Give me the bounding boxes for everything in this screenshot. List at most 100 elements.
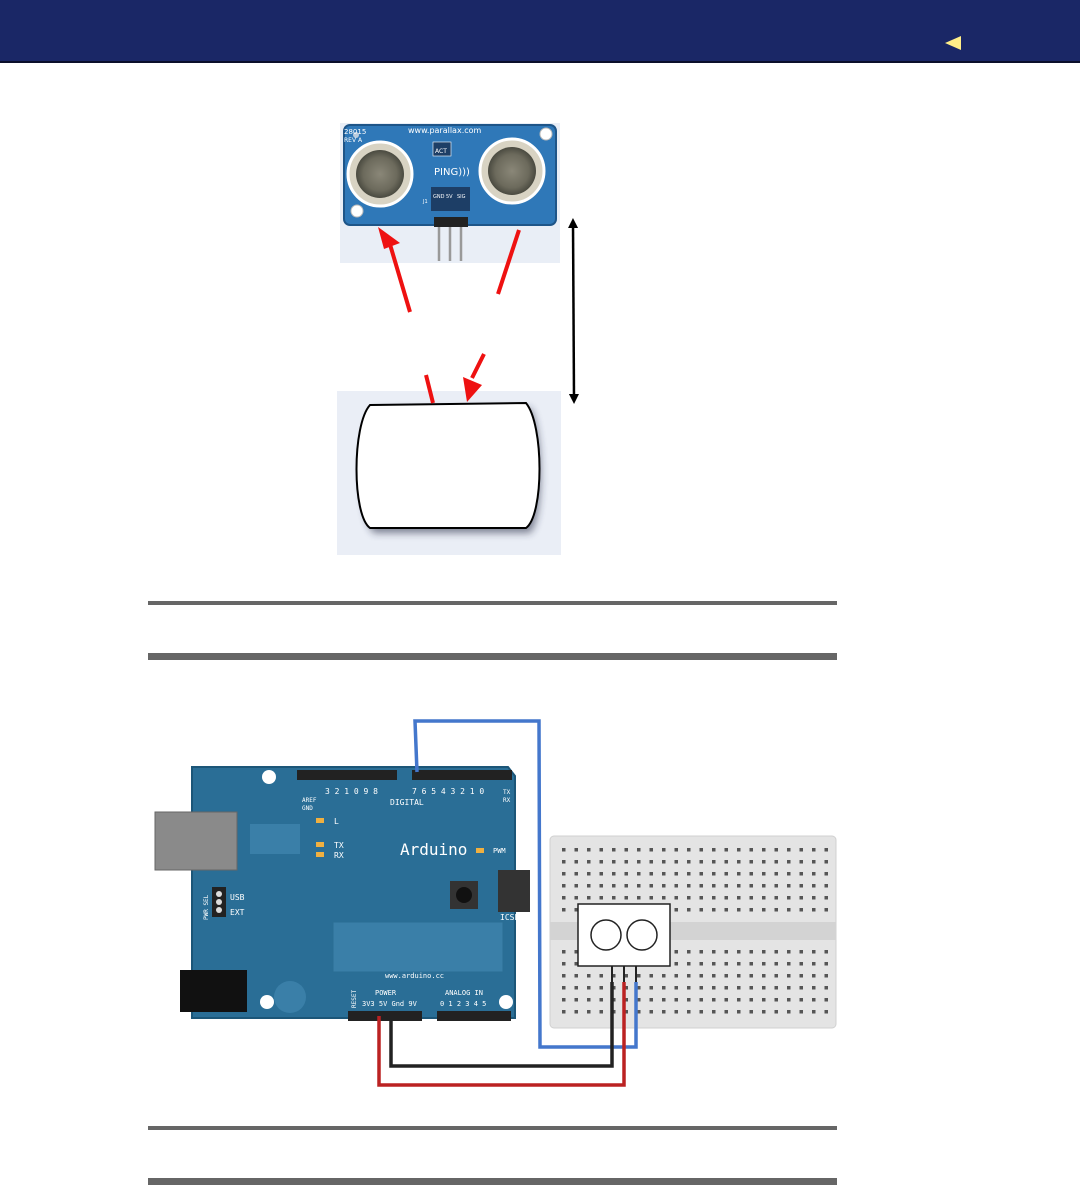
breadboard-hole <box>774 974 778 978</box>
breadboard-hole <box>724 872 728 876</box>
breadboard-hole <box>824 962 828 966</box>
breadboard-hole <box>787 884 791 888</box>
breadboard-hole <box>637 848 641 852</box>
breadboard-hole <box>774 986 778 990</box>
breadboard-holes <box>562 848 828 1014</box>
breadboard-hole <box>637 896 641 900</box>
breadboard-hole <box>599 998 603 1002</box>
icsp-label: ICSP <box>500 913 519 922</box>
breadboard-hole <box>762 950 766 954</box>
breadboard-hole <box>587 1010 591 1014</box>
breadboard-hole <box>637 986 641 990</box>
breadboard-hole <box>599 860 603 864</box>
breadboard-hole <box>812 884 816 888</box>
breadboard-hole <box>674 884 678 888</box>
breadboard-hole <box>562 896 566 900</box>
breadboard-hole <box>662 884 666 888</box>
breadboard-hole <box>762 974 766 978</box>
breadboard-hole <box>762 908 766 912</box>
breadboard-hole <box>699 974 703 978</box>
breadboard-hole <box>787 986 791 990</box>
reflected-echo-line <box>424 374 435 404</box>
arduino-brand: Arduino <box>400 840 467 859</box>
breadboard-hole <box>737 1010 741 1014</box>
breadboard-hole <box>712 1010 716 1014</box>
arduino-wiring-diagram: Arduino www.arduino.cc DIGITAL 7 6 5 4 3… <box>150 716 838 1090</box>
breadboard-hole <box>637 998 641 1002</box>
breadboard-hole <box>699 896 703 900</box>
incoming-ping-arrow <box>463 353 486 402</box>
breadboard-hole <box>674 962 678 966</box>
led-tx-label: TX <box>334 841 344 850</box>
breadboard-hole <box>762 986 766 990</box>
breadboard-hole <box>587 974 591 978</box>
breadboard-hole <box>699 986 703 990</box>
led-l-label: L <box>334 817 339 826</box>
breadboard-hole <box>762 998 766 1002</box>
breadboard-hole <box>749 908 753 912</box>
breadboard-hole <box>712 848 716 852</box>
breadboard-hole <box>574 872 578 876</box>
breadboard-hole <box>774 884 778 888</box>
breadboard-hole <box>724 962 728 966</box>
breadboard-hole <box>687 848 691 852</box>
breadboard-hole <box>699 848 703 852</box>
breadboard-hole <box>799 872 803 876</box>
breadboard-hole <box>624 896 628 900</box>
breadboard-hole <box>812 974 816 978</box>
breadboard-hole <box>687 908 691 912</box>
breadboard-hole <box>562 884 566 888</box>
breadboard-hole <box>687 872 691 876</box>
breadboard-hole <box>799 998 803 1002</box>
breadboard-hole <box>737 908 741 912</box>
breadboard-hole <box>749 998 753 1002</box>
breadboard-hole <box>649 998 653 1002</box>
breadboard-hole <box>587 860 591 864</box>
breadboard-hole <box>737 986 741 990</box>
breadboard-hole <box>799 974 803 978</box>
back-button[interactable] <box>943 33 963 53</box>
breadboard-hole <box>812 896 816 900</box>
breadboard-hole <box>812 962 816 966</box>
breadboard-hole <box>774 998 778 1002</box>
sensor-url: www.parallax.com <box>408 126 482 135</box>
ext-label: EXT <box>230 908 245 917</box>
power-jack <box>180 970 247 1012</box>
breadboard-hole <box>824 896 828 900</box>
header-rx-label: RX <box>503 797 511 804</box>
breadboard-hole <box>674 1010 678 1014</box>
breadboard-hole <box>699 908 703 912</box>
divider-line <box>148 653 837 660</box>
breadboard-hole <box>737 872 741 876</box>
transmitter-transducer <box>356 150 404 198</box>
divider-line <box>148 1126 837 1130</box>
breadboard-hole <box>624 884 628 888</box>
breadboard-hole <box>612 860 616 864</box>
breadboard-hole <box>762 1010 766 1014</box>
breadboard-hole <box>637 884 641 888</box>
breadboard-hole <box>749 974 753 978</box>
5v-wire <box>377 982 626 1087</box>
breadboard-hole <box>699 962 703 966</box>
breadboard-hole <box>687 998 691 1002</box>
breadboard-hole <box>724 860 728 864</box>
breadboard-hole <box>787 860 791 864</box>
breadboard-hole <box>774 896 778 900</box>
breadboard-hole <box>649 884 653 888</box>
power-label: POWER <box>375 989 397 997</box>
breadboard-hole <box>687 962 691 966</box>
breadboard-hole <box>599 986 603 990</box>
breadboard-hole <box>774 860 778 864</box>
breadboard-hole <box>624 998 628 1002</box>
breadboard-hole <box>687 860 691 864</box>
breadboard-hole <box>724 896 728 900</box>
target-object <box>355 401 541 529</box>
breadboard-hole <box>712 962 716 966</box>
breadboard-hole <box>599 974 603 978</box>
breadboard-hole <box>662 974 666 978</box>
breadboard-hole <box>799 986 803 990</box>
breadboard-hole <box>599 872 603 876</box>
breadboard-hole <box>749 1010 753 1014</box>
mount-hole <box>499 995 513 1009</box>
breadboard-hole <box>774 872 778 876</box>
